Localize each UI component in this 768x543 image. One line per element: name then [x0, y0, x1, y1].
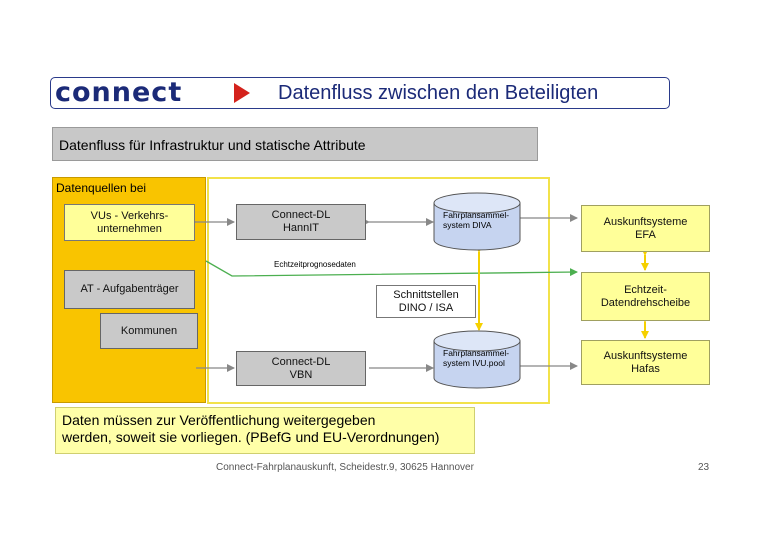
arrow-echtzeitprognose: [205, 260, 578, 277]
connect-logo: connect: [55, 77, 183, 108]
vus-box: VUs - Verkehrs- unternehmen: [64, 204, 195, 241]
echtzeit-box: Echtzeit- Datendrehscheibe: [581, 272, 710, 321]
data-sources-label: Datenquellen bei: [56, 181, 147, 195]
connect-vbn-box: Connect-DL VBN: [236, 351, 366, 386]
header-frame: [50, 77, 670, 109]
efa-box: Auskunftsysteme EFA: [581, 205, 710, 252]
cylinder-diva: [433, 192, 521, 251]
echtzeitprognose-label: Echtzeitprognosedaten: [274, 260, 356, 269]
section-title: Datenfluss für Infrastruktur und statisc…: [52, 127, 538, 161]
at-box: AT - Aufgabenträger: [64, 270, 195, 309]
page-title: Datenfluss zwischen den Beteiligten: [278, 82, 599, 104]
legal-note: Daten müssen zur Veröffentlichung weiter…: [55, 407, 475, 454]
logo-arrow-icon: [234, 83, 250, 103]
page-number: 23: [698, 462, 710, 473]
footer-address: Connect-Fahrplanauskunft, Scheidestr.9, …: [216, 462, 474, 473]
cylinder-ivu: [433, 330, 521, 389]
ivu-label: Fahrplansammel- system IVU.pool: [443, 348, 510, 368]
schnittstellen-box: Schnittstellen DINO / ISA: [376, 285, 476, 318]
connect-hannit-box: Connect-DL HannIT: [236, 204, 366, 240]
kommunen-box: Kommunen: [100, 313, 198, 349]
processing-frame: [207, 177, 550, 404]
diva-label: Fahrplansammel- system DIVA: [443, 210, 510, 230]
hafas-box: Auskunftsysteme Hafas: [581, 340, 710, 385]
